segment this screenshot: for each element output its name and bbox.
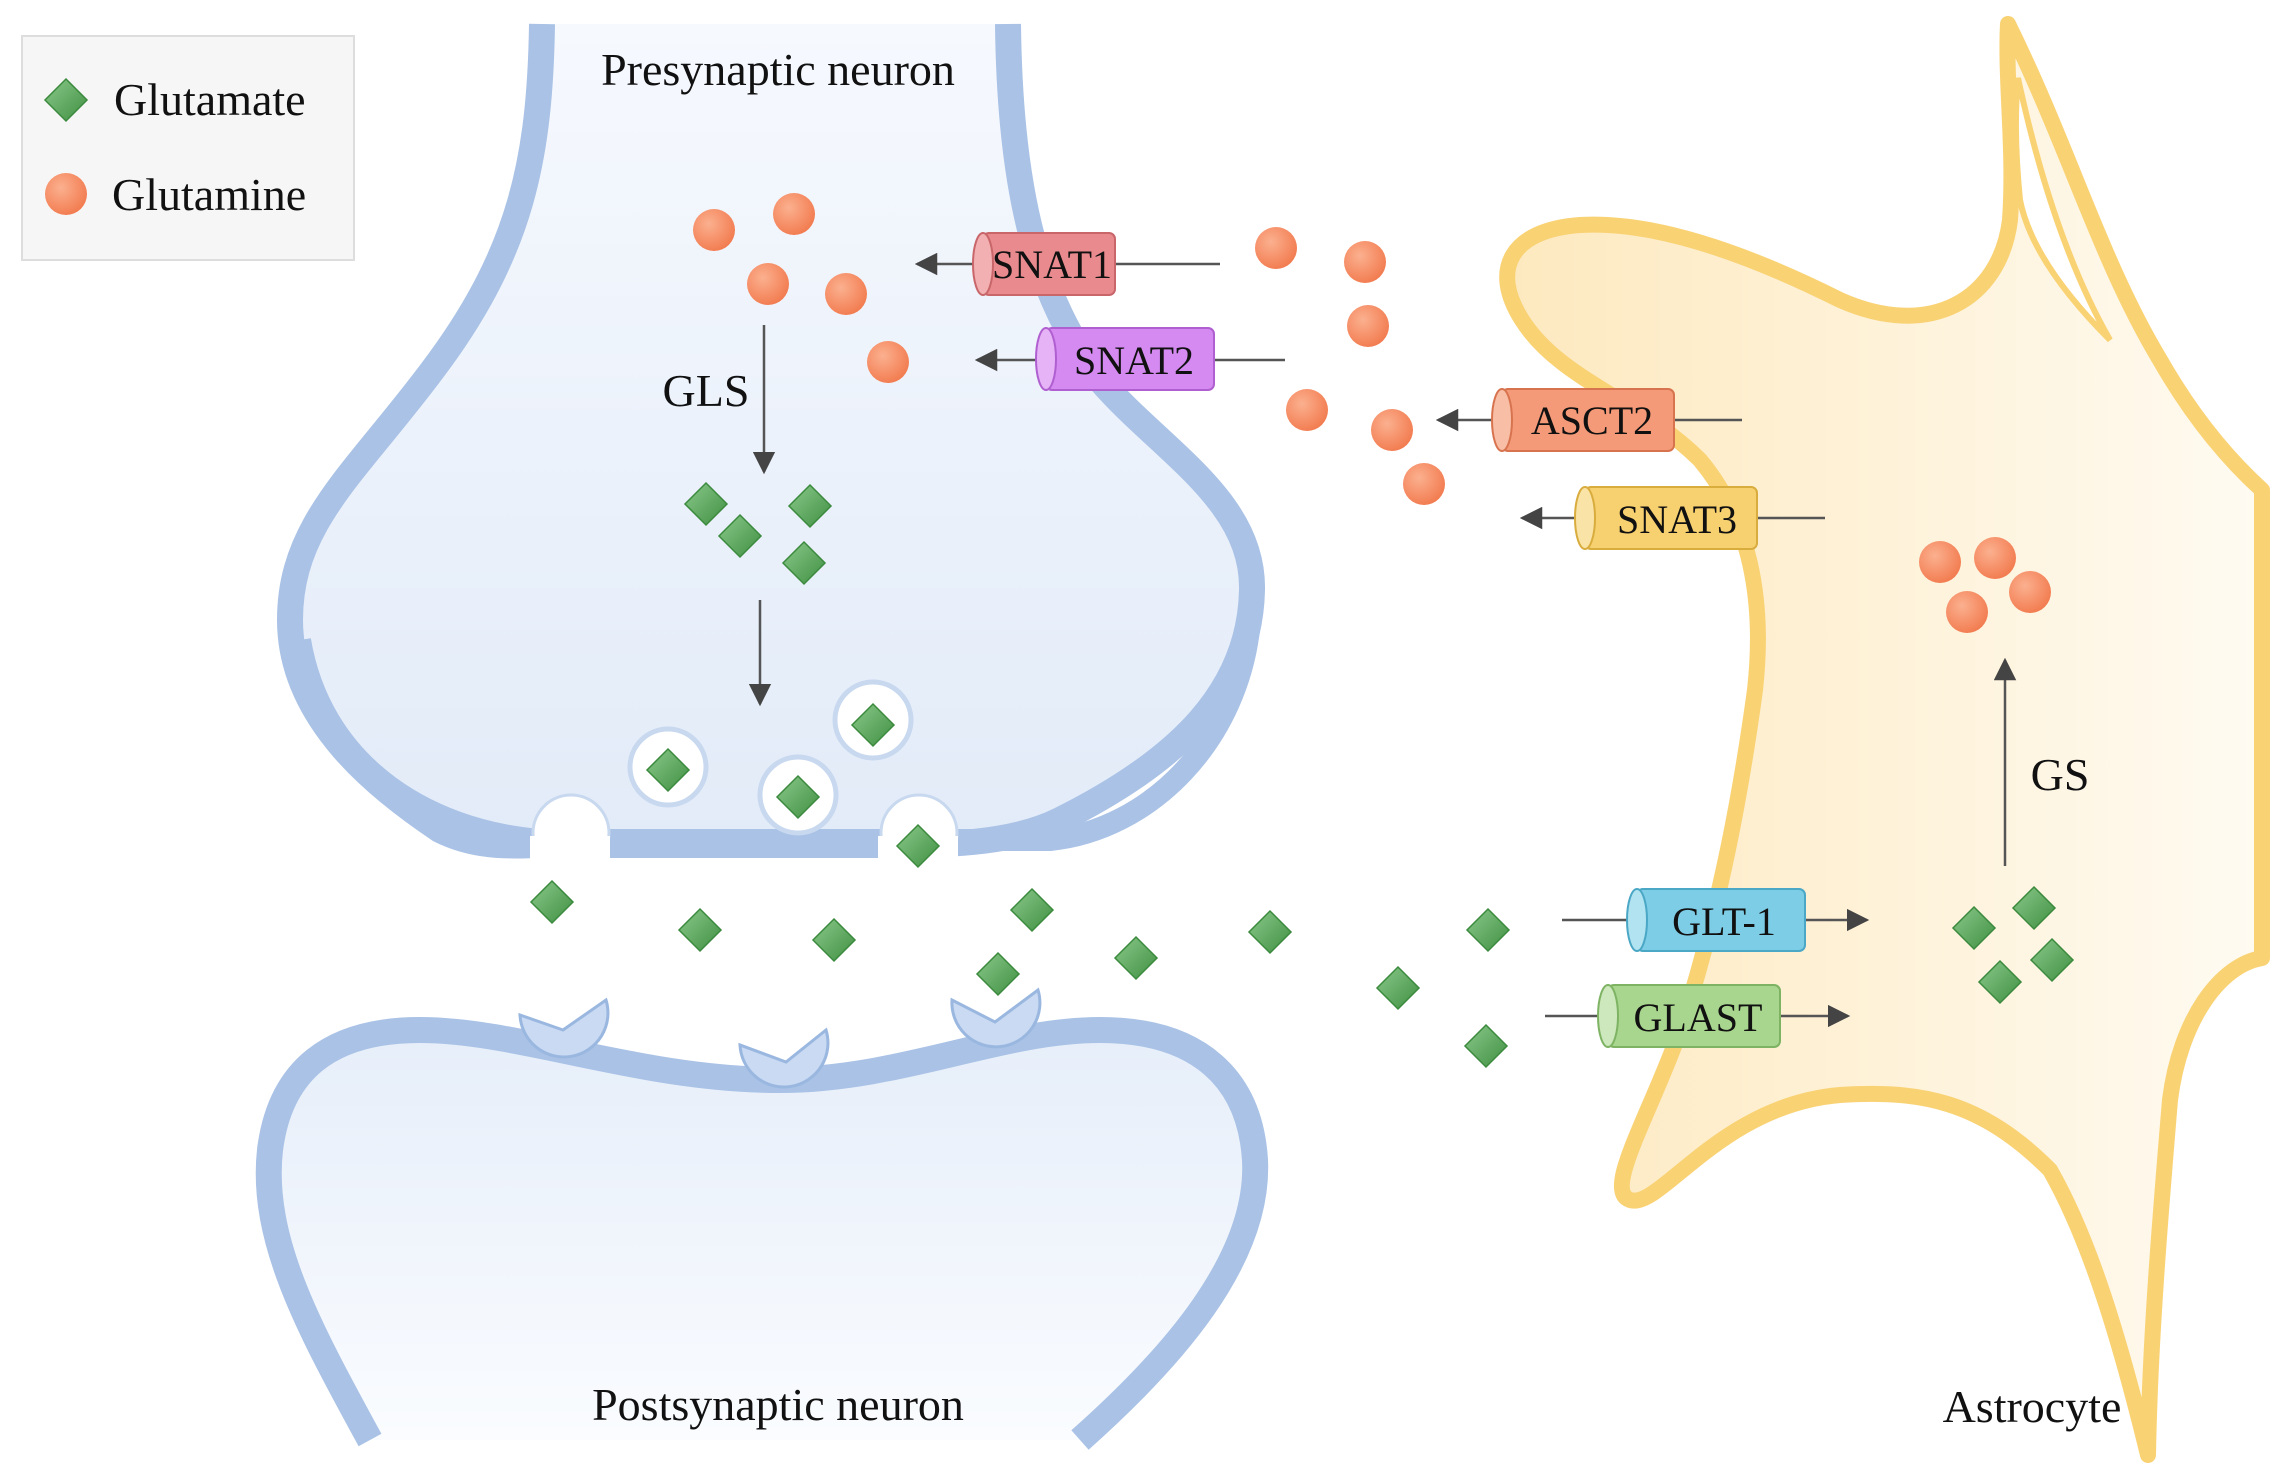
glutamate-molecule [1464, 1024, 1508, 1068]
glutamate-molecule [1376, 966, 1420, 1010]
transporter-label: GLAST [1634, 995, 1763, 1040]
transporter-snat2: SNAT2 [1035, 327, 1215, 391]
glutamate-receptor [950, 987, 1042, 1049]
legend: Glutamate Glutamine [21, 35, 355, 261]
transporter-label: GLT-1 [1672, 899, 1776, 944]
transporter-label: SNAT2 [1074, 338, 1194, 383]
glutamine-molecule [747, 263, 789, 305]
glutamine-molecule [825, 273, 867, 315]
astrocyte-inner-process [2012, 77, 2113, 343]
astrocyte-label: Astrocyte [1943, 1381, 2122, 1432]
transporter-label: ASCT2 [1531, 398, 1653, 443]
glutamine-molecule [2009, 571, 2051, 613]
glutamine-molecule [693, 209, 735, 251]
glutamate-molecule [1010, 888, 1054, 932]
presynaptic-label: Presynaptic neuron [601, 44, 955, 95]
glutamate-molecule [530, 880, 574, 924]
glutamate-receptor [518, 997, 610, 1059]
glutamate-molecule [1114, 936, 1158, 980]
gs-label: GS [2031, 749, 2090, 800]
glutamate-molecule [1466, 908, 1510, 952]
transporter-glt1: GLT-1 [1626, 888, 1806, 952]
glutamine-molecule [1347, 305, 1389, 347]
glutamine-legend-icon [45, 173, 87, 215]
glutamine-molecule [867, 341, 909, 383]
glutamate-molecule [976, 952, 1020, 996]
legend-item-glutamate: Glutamate [114, 74, 306, 125]
glutamine-molecule [773, 193, 815, 235]
transporter-label: SNAT1 [992, 242, 1112, 287]
presynaptic-neuron [277, 23, 1266, 859]
glutamate-molecule [812, 918, 856, 962]
legend-item-glutamine: Glutamine [112, 169, 306, 220]
transporter-asct2: ASCT2 [1491, 388, 1675, 452]
astrocyte-cell [1499, 16, 2270, 1463]
glutamate-receptor [738, 1027, 830, 1089]
glutamine-molecule [1919, 541, 1961, 583]
transporter-glast: GLAST [1597, 984, 1781, 1048]
transporter-snat1: SNAT1 [972, 232, 1116, 296]
glutamine-molecule [1371, 409, 1413, 451]
transporter-label: SNAT3 [1617, 497, 1737, 542]
gls-label: GLS [663, 365, 750, 416]
postsynaptic-label: Postsynaptic neuron [592, 1379, 964, 1430]
glutamine-molecule [1255, 227, 1297, 269]
transporter-snat3: SNAT3 [1574, 486, 1758, 550]
glutamine-molecule [1946, 591, 1988, 633]
glutamine-molecule [1974, 537, 2016, 579]
glutamine-molecule [1403, 463, 1445, 505]
glutamate-molecule [678, 908, 722, 952]
glutamine-molecule [1286, 389, 1328, 431]
glutamate-molecule [1248, 910, 1292, 954]
glutamine-molecule [1344, 241, 1386, 283]
